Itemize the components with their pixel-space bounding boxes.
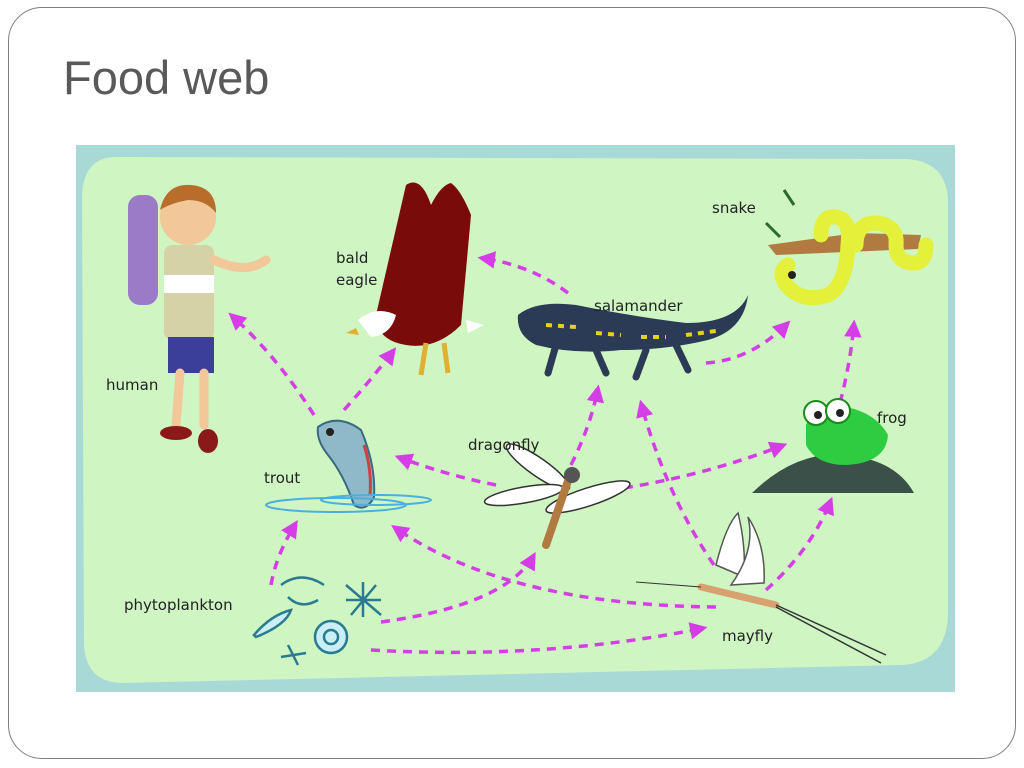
label-bald-eagle-line2: eagle [336, 271, 377, 289]
label-dragonfly: dragonfly [468, 436, 540, 454]
human-illustration [128, 184, 271, 453]
trout-illustration [265, 419, 432, 513]
arrow-phyto-to-mayfly [370, 622, 708, 655]
frog-illustration [752, 398, 914, 493]
dragonfly-illustration [483, 443, 631, 549]
label-frog: frog [877, 409, 907, 427]
arrow-trout-to-human [228, 312, 316, 416]
snake-illustration [764, 189, 934, 306]
arrow-mayfly-to-salamander [636, 399, 716, 566]
label-mayfly: mayfly [722, 627, 773, 645]
food-web-diagram: human bald eagle snake salamander frog [76, 145, 955, 692]
arrow-trout-to-eagle [342, 347, 397, 412]
label-bald-eagle-line1: bald [336, 249, 368, 267]
arrow-phyto-to-trout [269, 520, 298, 586]
bald-eagle-illustration [346, 182, 484, 376]
label-snake: snake [712, 199, 756, 217]
phytoplankton-illustration [252, 576, 382, 666]
slide-title: Food web [63, 51, 270, 104]
arrow-salamander-to-eagle [477, 251, 570, 295]
arrow-dragonfly-to-salamander [569, 384, 604, 466]
label-human: human [106, 376, 158, 394]
arrow-dragonfly-to-trout [394, 453, 497, 487]
mayfly-illustration [635, 511, 887, 664]
arrow-dragonfly-to-frog [623, 441, 788, 490]
label-trout: trout [264, 469, 300, 487]
label-salamander: salamander [594, 297, 683, 315]
arrow-mayfly-to-trout [391, 525, 717, 609]
arrow-salamander-to-snake [705, 320, 791, 365]
label-phytoplankton: phytoplankton [124, 596, 233, 614]
salamander-illustration [517, 295, 748, 381]
arrow-frog-to-snake [838, 319, 862, 404]
arrow-phyto-to-dragonfly [380, 551, 536, 624]
arrow-mayfly-to-frog [764, 496, 834, 592]
